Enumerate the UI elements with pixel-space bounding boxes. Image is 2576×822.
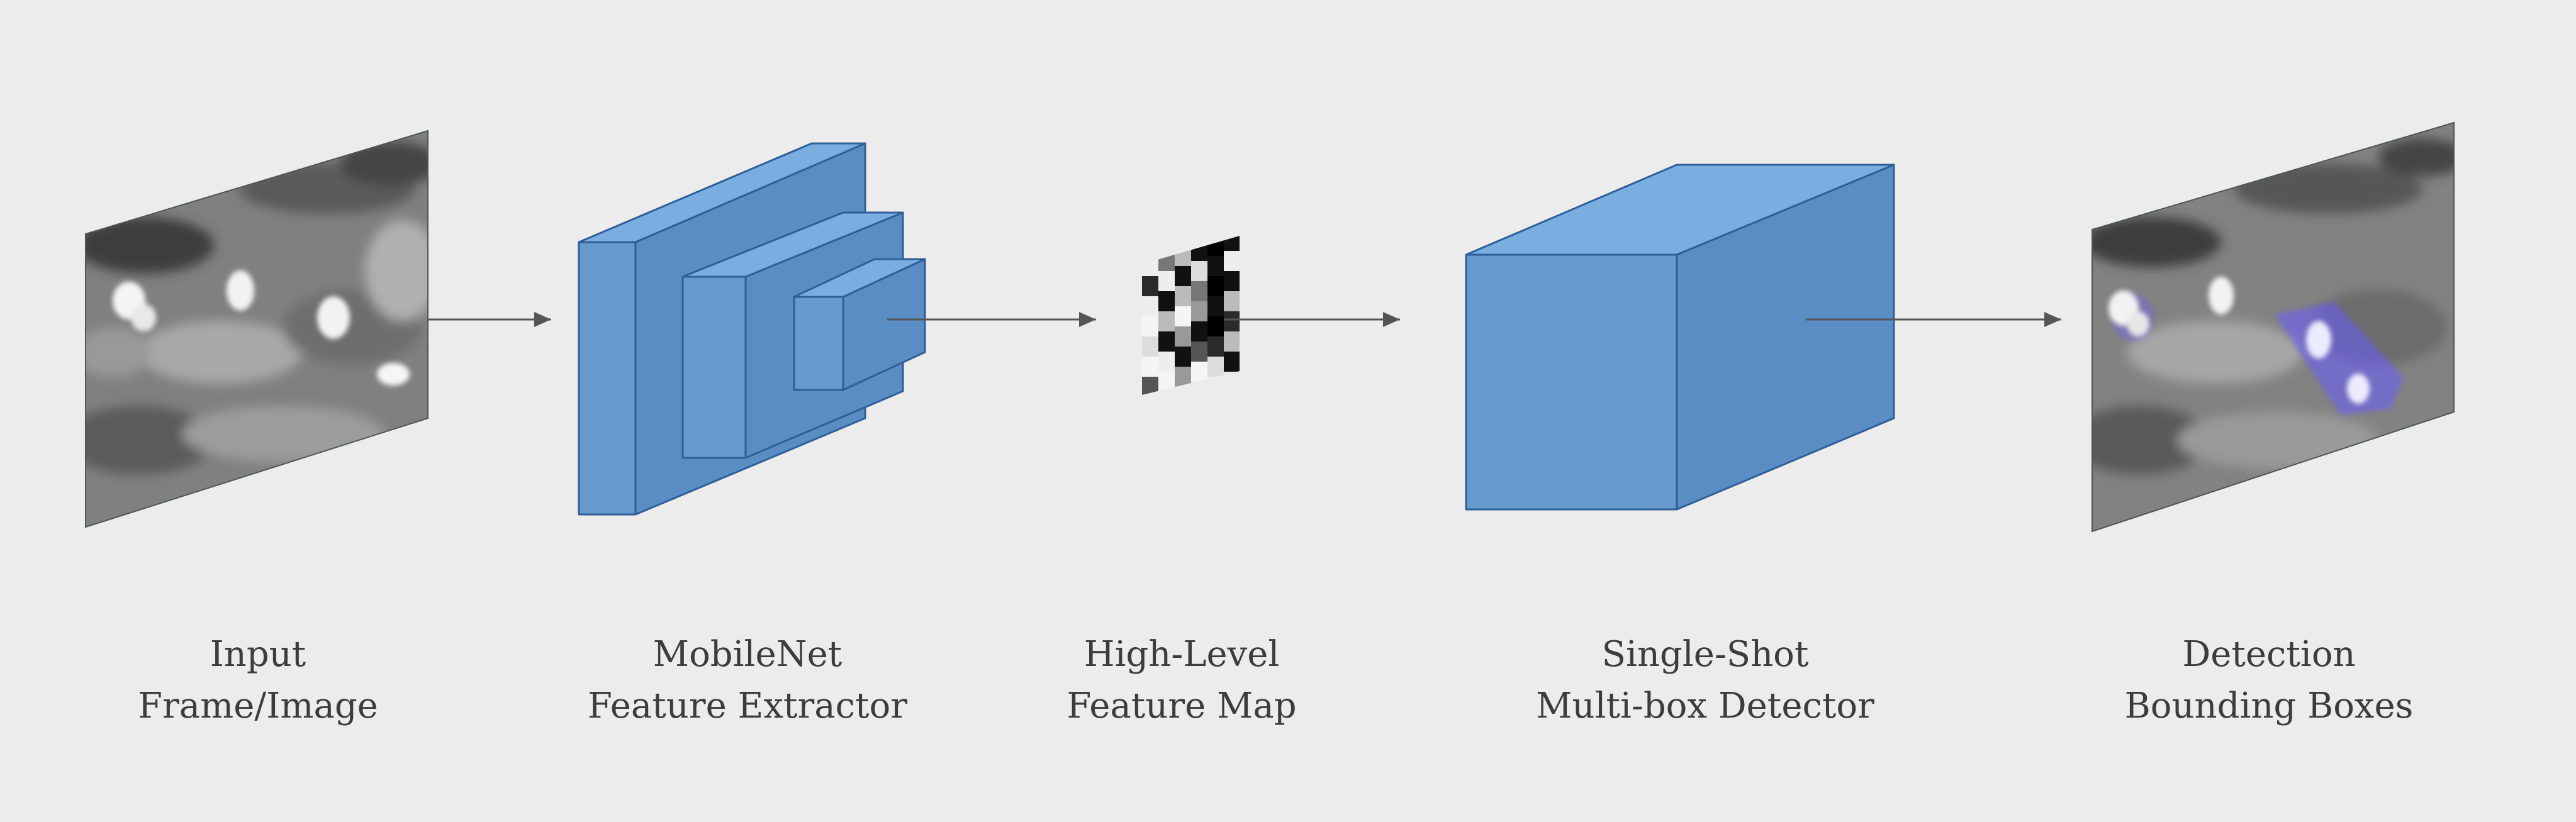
feature-map-cell <box>1224 211 1240 231</box>
feature-map-cell <box>1175 347 1191 367</box>
ssd-box <box>1465 164 1895 511</box>
feature-map-cell <box>1224 352 1240 372</box>
label-feature-map: High-Level Feature Map <box>1067 634 1297 726</box>
feature-map-cell <box>1207 256 1224 276</box>
feature-map-cell <box>1175 246 1191 266</box>
feature-map-cell <box>1191 362 1207 382</box>
feature-map-cell <box>1191 342 1207 362</box>
feature-map-cell <box>1207 336 1224 357</box>
thermal-person-blobs <box>113 270 410 386</box>
feature-map-cell <box>1142 357 1158 377</box>
feature-map-cell <box>1224 236 1240 251</box>
feature-map-cell <box>1142 256 1158 276</box>
feature-map-cell <box>1207 357 1224 377</box>
feature-map-cell <box>1142 336 1158 357</box>
feature-map-cell <box>1224 251 1240 271</box>
feature-map-cell <box>1142 377 1158 395</box>
feature-map-cell <box>1191 236 1207 241</box>
feature-map-cell <box>1158 271 1175 291</box>
feature-map-cell <box>1142 276 1158 296</box>
mobilenet-blocks <box>578 142 926 516</box>
feature-map-cell <box>1191 321 1207 342</box>
feature-map-cell <box>1175 306 1191 326</box>
feature-map-cell <box>1207 276 1224 296</box>
feature-map-cell <box>1191 241 1207 261</box>
feature-map-cell <box>1158 236 1175 251</box>
feature-map-cell <box>1224 291 1240 311</box>
feature-map-cell <box>1175 286 1191 306</box>
feature-map-cell <box>1224 331 1240 352</box>
feature-map-cell <box>1207 316 1224 336</box>
feature-map-cell <box>1191 261 1207 281</box>
feature-map-grid <box>1142 211 1240 395</box>
feature-map-cell <box>1158 331 1175 352</box>
feature-map-cell <box>1158 291 1175 311</box>
feature-map-cell <box>1158 372 1175 392</box>
feature-map-cell <box>1191 301 1207 321</box>
feature-map-cell <box>1207 236 1224 256</box>
feature-map-cell <box>1142 236 1158 256</box>
label-detection: Detection Bounding Boxes <box>2124 634 2414 726</box>
input-image <box>85 130 428 528</box>
feature-map-cell <box>1158 352 1175 372</box>
label-ssd: Single-Shot Multi-box Detector <box>1536 634 1874 726</box>
feature-map-cell <box>1207 296 1224 316</box>
feature-map-cell <box>1224 271 1240 291</box>
feature-map-cell <box>1224 311 1240 331</box>
feature-map-cell <box>1175 236 1191 246</box>
feature-map-cell <box>1207 216 1224 236</box>
feature-map-cell <box>1158 251 1175 271</box>
feature-map-cell <box>1158 311 1175 331</box>
feature-map-cell <box>1175 367 1191 387</box>
feature-map-cell <box>1142 316 1158 336</box>
label-mobilenet: MobileNet Feature Extractor <box>587 634 908 726</box>
label-input: Input Frame/Image <box>138 634 378 726</box>
detection-image <box>2092 121 2455 533</box>
feature-map-cell <box>1175 266 1191 286</box>
feature-map-cell <box>1142 296 1158 316</box>
feature-map-cell <box>1191 281 1207 301</box>
feature-map-cell <box>1175 326 1191 347</box>
